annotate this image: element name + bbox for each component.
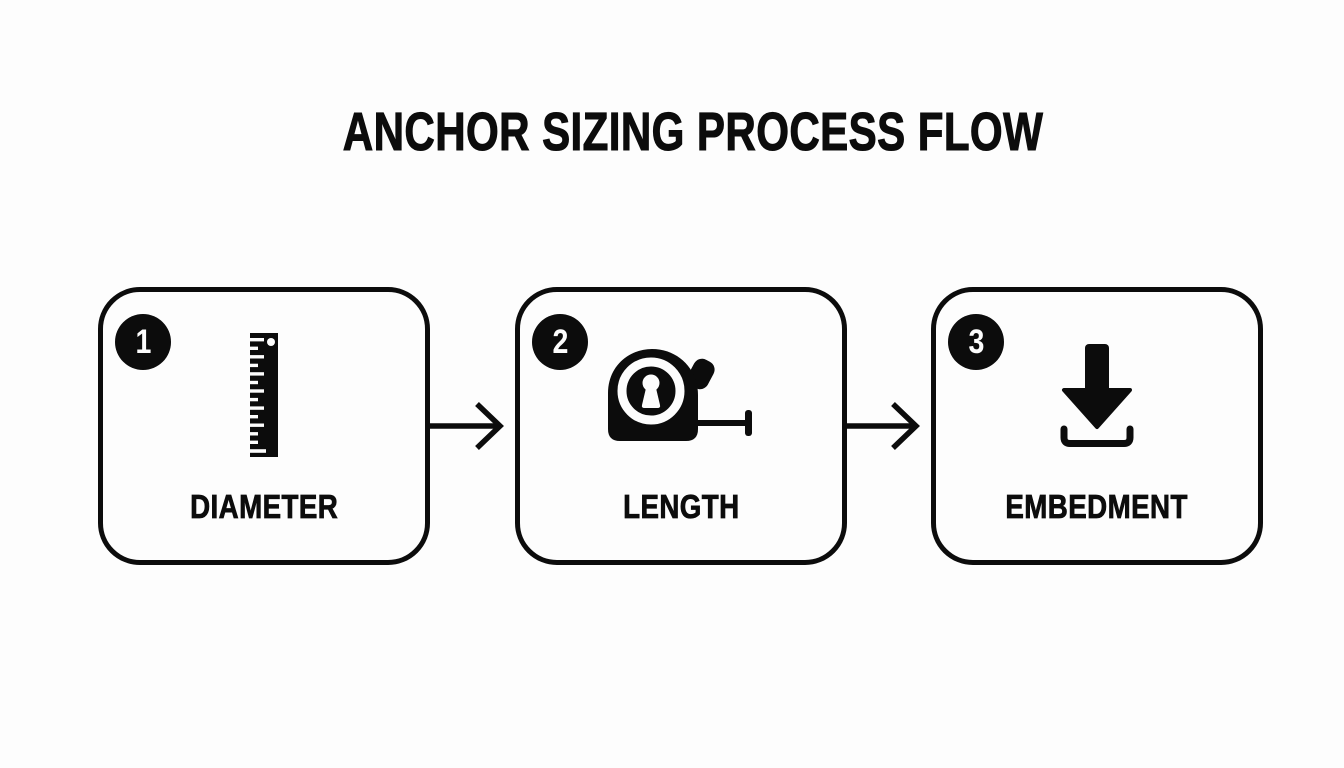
process-flow-row: 1	[98, 287, 1263, 565]
arrow-right-icon	[430, 402, 504, 450]
step-2-label-wrap: LENGTH	[520, 488, 842, 526]
embedment-arrow-icon	[936, 328, 1258, 462]
flow-connector-1	[430, 287, 515, 565]
flow-connector-2	[847, 287, 931, 565]
step-3-number: 3	[968, 322, 984, 361]
step-1-label-wrap: DIAMETER	[103, 488, 425, 526]
page-title: ANCHOR SIZING PROCESS FLOW	[0, 101, 1344, 163]
step-3-label-wrap: EMBEDMENT	[936, 488, 1258, 526]
step-1-badge: 1	[115, 314, 171, 370]
step-3-label: EMBEDMENT	[1005, 488, 1189, 526]
step-card-diameter: 1	[98, 287, 430, 565]
step-card-length: 2 LENGTH	[515, 287, 847, 565]
ruler-icon	[103, 328, 425, 462]
page-title-text: ANCHOR SIZING PROCESS FLOW	[342, 101, 1044, 162]
step-1-label: DIAMETER	[189, 488, 339, 526]
step-card-embedment: 3 EMBEDMENT	[931, 287, 1263, 565]
step-2-number: 2	[552, 322, 568, 361]
step-2-label: LENGTH	[622, 488, 740, 526]
step-1-number: 1	[135, 322, 151, 361]
step-2-badge: 2	[532, 314, 588, 370]
step-3-badge: 3	[948, 314, 1004, 370]
tape-measure-icon	[520, 328, 842, 462]
arrow-right-icon	[847, 402, 920, 450]
